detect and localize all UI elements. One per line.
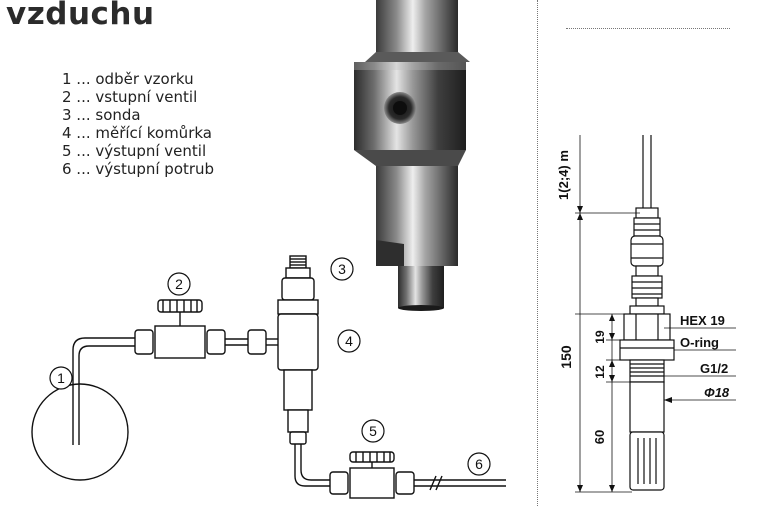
callout-circle-1 [49,366,73,390]
component-legend: 1 ... odběr vzorku 2 ... vstupní ventil … [62,70,302,178]
sampling-loop [31,383,129,481]
column-divider [537,0,538,506]
callout-label-5: 5 [369,423,377,439]
callout-label-6: 6 [475,456,483,472]
label-oring: O-ring [680,335,719,350]
legend-item-5: 5 ... výstupní ventil [62,142,207,160]
legend-item-2: 2 ... vstupní ventil [62,88,198,106]
label-hex: HEX 19 [680,313,725,328]
legend-item-1: 1 ... odběr vzorku [62,70,194,88]
dim-cable-length: 1(2;4) m [556,150,571,200]
callout-circle-5 [361,419,385,443]
dim-hex-length: 19 [593,330,607,344]
legend-item-3: 3 ... sonda [62,106,141,124]
page-title: vzduchu [6,0,155,32]
callout-label-3: 3 [338,261,346,277]
section-divider [566,28,730,29]
label-thread: G1/2 [700,361,728,376]
callout-circle-4 [337,329,361,353]
callout-circle-3 [330,257,354,281]
callout-label-4: 4 [345,333,353,349]
callout-circle-6 [467,452,491,476]
dim-body-length: 150 [558,345,574,369]
dim-thread-length: 12 [593,365,607,379]
callout-label-1: 1 [57,370,65,386]
callout-label-2: 2 [175,276,183,292]
callout-circle-2 [167,272,191,296]
legend-item-6: 6 ... výstupní potrub [62,160,215,178]
legend-item-4: 4 ... měřící komůrka [62,124,212,142]
label-diameter: Φ18 [704,385,730,400]
dim-tip-length: 60 [592,430,607,444]
